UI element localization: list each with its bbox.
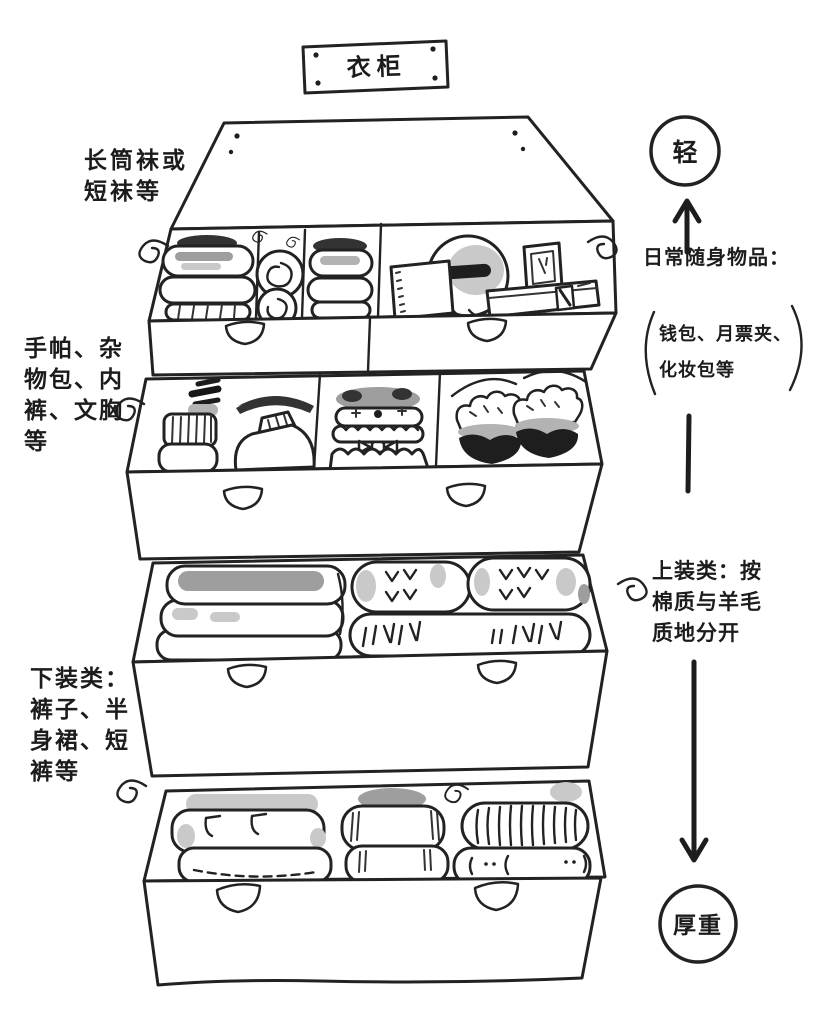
drawer-2 [114, 369, 604, 561]
weight-light-text: 轻 [672, 138, 697, 167]
label-bottoms-line-2: 裤子、半 [30, 697, 130, 723]
arc-doodle [450, 377, 518, 398]
drawer-3-front [131, 649, 609, 778]
label-bottoms-line-1: 下装类： [30, 666, 130, 692]
left-parenthesis [644, 310, 657, 396]
wardrobe-sign: 衣柜 [301, 39, 450, 95]
jeans-pockets [204, 812, 268, 838]
drawer-4 [116, 779, 607, 987]
ticket-notebook-drawing [389, 259, 455, 321]
label-socks-line-2: 短袜等 [84, 179, 162, 205]
label-socks-line-1: 长筒袜或 [84, 148, 188, 174]
jar-stripes [171, 414, 212, 445]
drawer-2-front [125, 462, 604, 561]
label-socks: 长筒袜或 短袜等 [84, 146, 188, 208]
rolled-handkerchief-jar [157, 377, 222, 474]
label-misc-line-2: 物包、内 [24, 367, 124, 393]
arc-doodle [522, 369, 588, 384]
weight-axis: 轻 厚重 [644, 115, 803, 964]
chevron-knit-pattern [498, 566, 550, 601]
pencil-box-drawing [485, 279, 601, 319]
drawer-1-front-divider [366, 316, 372, 373]
skirt-ticks [350, 810, 440, 842]
heavy-circle [658, 884, 738, 964]
sock-roll-stack-1 [158, 235, 257, 322]
drawer-1-center-divider [376, 222, 383, 319]
folded-cotton-tops [155, 564, 347, 662]
label-handkerchief-misc: 手帕、杂 物包、内 裤、文胸 等 [24, 334, 124, 458]
label-bottoms-line-3: 身裙、短 [30, 728, 130, 754]
drawer-3 [131, 553, 648, 778]
cable-knit-pattern [490, 620, 563, 645]
fold-line [336, 572, 344, 636]
light-circle [649, 115, 721, 187]
dashed-hem [192, 868, 318, 878]
label-misc-line-1: 手帕、杂 [24, 336, 124, 362]
label-tops: 上装类：按 棉质与羊毛 质地分开 [652, 556, 762, 649]
knit-wool-sweaters [348, 556, 592, 658]
weight-heavy-text: 厚重 [673, 913, 723, 939]
label-bottoms: 下装类： 裤子、半 身裙、短 裤等 [30, 664, 130, 788]
up-arrow-icon [672, 198, 702, 255]
drawstring-pouch-drawing [233, 396, 316, 472]
label-daily-detail-line-2: 化妆包等 [659, 360, 735, 381]
label-misc-line-3: 裤、文胸 [24, 398, 124, 424]
sock-stripes [177, 304, 236, 320]
folded-skirt [340, 788, 450, 884]
drawer-2-divider [312, 372, 322, 470]
cable-knit-pattern [361, 620, 422, 648]
label-daily-items-detail: 钱包、月票夹、 化妆包等 [659, 317, 792, 389]
folded-jeans [170, 794, 333, 884]
drawer-1-front [147, 311, 618, 377]
sign-nail-dot [313, 52, 319, 58]
label-misc-line-4: 等 [24, 429, 49, 455]
label-tops-line-1: 上装类：按 [652, 559, 762, 583]
label-daily-title-text: 日常随身物品： [643, 245, 790, 269]
corduroy-skirt-roll [444, 782, 592, 886]
scallop-trim [332, 424, 420, 432]
sign-nail-dot [430, 46, 436, 52]
corduroy-stripes [475, 804, 578, 847]
axis-segment [685, 413, 692, 494]
spring-doodle-icon [616, 577, 648, 602]
bras-section [450, 369, 588, 466]
lid-nail-dots [228, 130, 526, 155]
label-daily-detail-line-1: 钱包、月票夹、 [659, 324, 792, 345]
right-parenthesis [788, 304, 803, 392]
drawer-2-divider [434, 370, 442, 468]
drawer-1 [138, 115, 618, 377]
chevron-knit-pattern [384, 568, 418, 603]
compartment-divider [300, 228, 307, 320]
sign-nail-dot [432, 75, 438, 81]
label-tops-line-3: 质地分开 [652, 621, 740, 645]
sock-roll-stack-2 [306, 238, 374, 320]
drawer-4-front [142, 876, 603, 987]
skirt-ticks [358, 849, 432, 873]
down-arrow-icon [679, 659, 709, 863]
sign-nail-dot [315, 80, 321, 86]
lace-underwear-stack [328, 387, 430, 472]
label-tops-line-2: 棉质与羊毛 [652, 590, 762, 614]
wardrobe-sign-text: 衣柜 [346, 52, 407, 82]
label-bottoms-line-4: 裤等 [30, 759, 80, 785]
label-daily-items-title: 日常随身物品： [643, 244, 790, 270]
fold-marks [468, 854, 588, 876]
